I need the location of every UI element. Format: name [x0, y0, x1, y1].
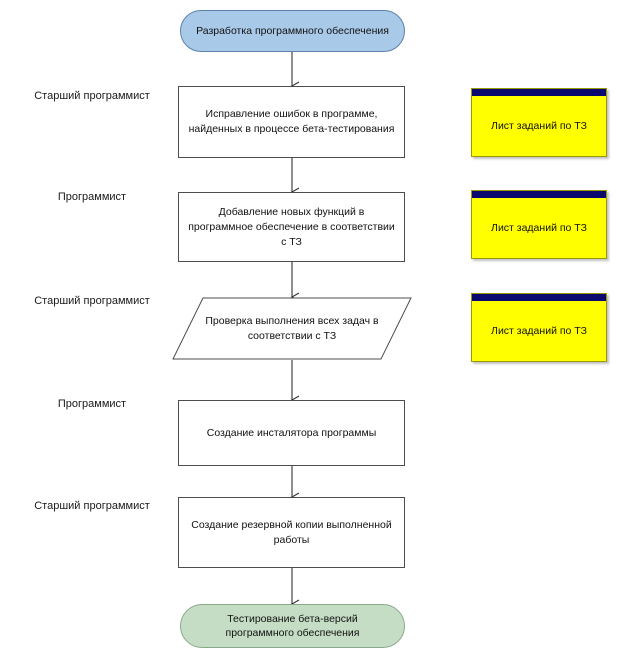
node-start-development[interactable]: Разработка программного обеспечения — [180, 10, 405, 52]
note-header-bar — [472, 89, 606, 96]
note-card-task-sheet-2[interactable]: Лист заданий по ТЗ — [471, 190, 607, 259]
note-header-bar — [472, 294, 606, 301]
node-fix-bugs[interactable]: Исправление ошибок в программе, найденны… — [178, 86, 405, 158]
note-header-bar — [472, 191, 606, 198]
node-end-beta-testing[interactable]: Тестирование бета-версий программного об… — [180, 604, 405, 648]
node-create-backup[interactable]: Создание резервной копии выполненной раб… — [178, 497, 405, 568]
role-label-senior-programmer-3: Старший программист — [34, 500, 150, 512]
parallelogram-shape — [172, 297, 412, 360]
node-add-features[interactable]: Добавление новых функций в программное о… — [178, 192, 405, 262]
note-card-label: Лист заданий по ТЗ — [491, 222, 587, 234]
role-label-senior-programmer-2: Старший программист — [34, 295, 150, 307]
node-create-installer[interactable]: Создание инсталятора программы — [178, 400, 405, 466]
role-label-programmer-1: Программист — [57, 191, 127, 203]
node-check-tasks[interactable]: Проверка выполнения всех задач в соответ… — [172, 297, 412, 360]
role-label-senior-programmer-1: Старший программист — [34, 90, 150, 102]
note-card-label: Лист заданий по ТЗ — [491, 325, 587, 337]
node-check-tasks-label: Проверка выполнения всех задач в соответ… — [205, 314, 379, 342]
role-label-programmer-2: Программист — [57, 398, 127, 410]
note-card-task-sheet-1[interactable]: Лист заданий по ТЗ — [471, 88, 607, 157]
note-card-task-sheet-3[interactable]: Лист заданий по ТЗ — [471, 293, 607, 362]
note-card-label: Лист заданий по ТЗ — [491, 120, 587, 132]
